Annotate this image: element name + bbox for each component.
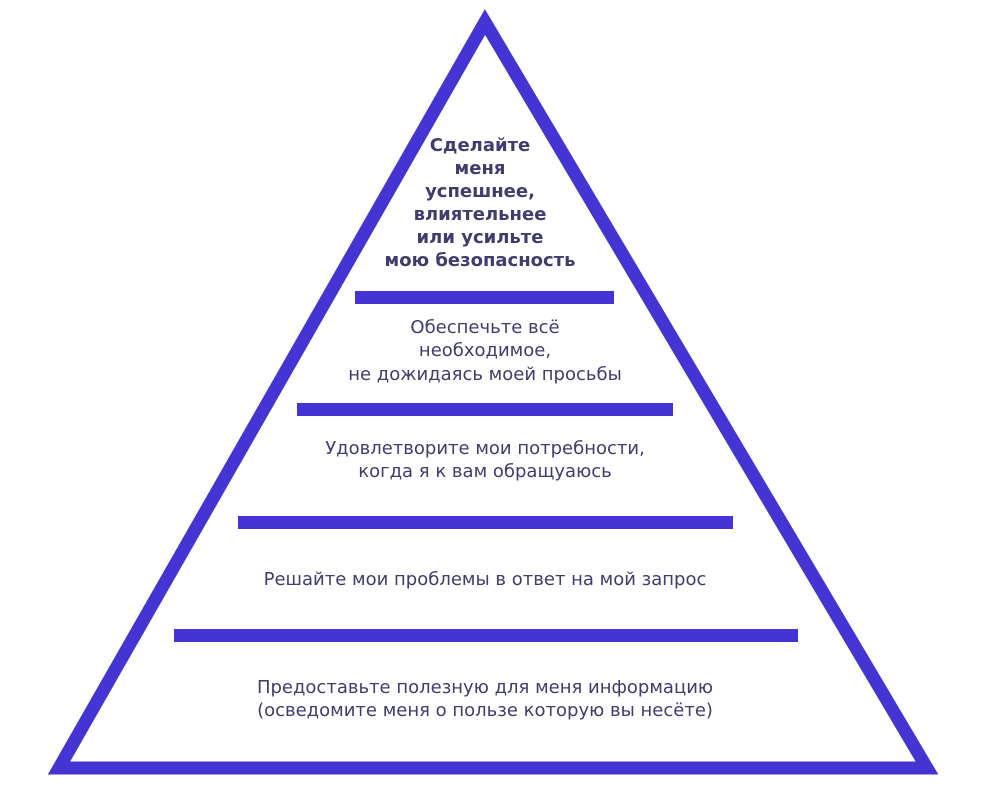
level-text-line: необходимое,: [418, 340, 552, 362]
divider-2: [297, 403, 673, 416]
level-text-line: мою безопасность: [384, 250, 576, 272]
level-text-line: или усильте: [416, 227, 544, 249]
level-text-line: меня: [454, 158, 506, 180]
pyramid-level-4: Обеспечьте всё необходимое, не дожидаясь…: [300, 316, 670, 386]
level-text-line: влиятельнее: [413, 204, 547, 226]
divider-4: [174, 629, 798, 642]
level-text-line: не дожидаясь моей просьбы: [348, 363, 622, 385]
level-text-line: Удовлетворите мои потребности,: [325, 438, 645, 459]
level-text-line: Предоставьте полезную для меня информаци…: [256, 677, 714, 698]
pyramid-level-3: Удовлетворите мои потребности, когда я к…: [260, 437, 710, 484]
pyramid-level-top: Сделайте меня успешнее, влиятельнее или …: [340, 134, 620, 272]
level-text-line: успешнее,: [425, 181, 535, 203]
divider-3: [238, 516, 733, 529]
level-text-line: когда я к вам обращуаюсь: [358, 461, 612, 483]
level-text-line: Обеспечьте всё: [410, 317, 560, 338]
level-text-line: Решайте мои проблемы в ответ на мой запр…: [263, 569, 707, 590]
pyramid-level-base: Предоставьте полезную для меня информаци…: [160, 676, 810, 723]
pyramid-outline: [47, 9, 939, 775]
level-text-line: (осведомите меня о пользе которую вы нес…: [257, 700, 713, 722]
pyramid-level-2: Решайте мои проблемы в ответ на мой запр…: [200, 568, 770, 591]
level-text-line: Сделайте: [429, 135, 531, 156]
divider-1: [355, 291, 614, 304]
